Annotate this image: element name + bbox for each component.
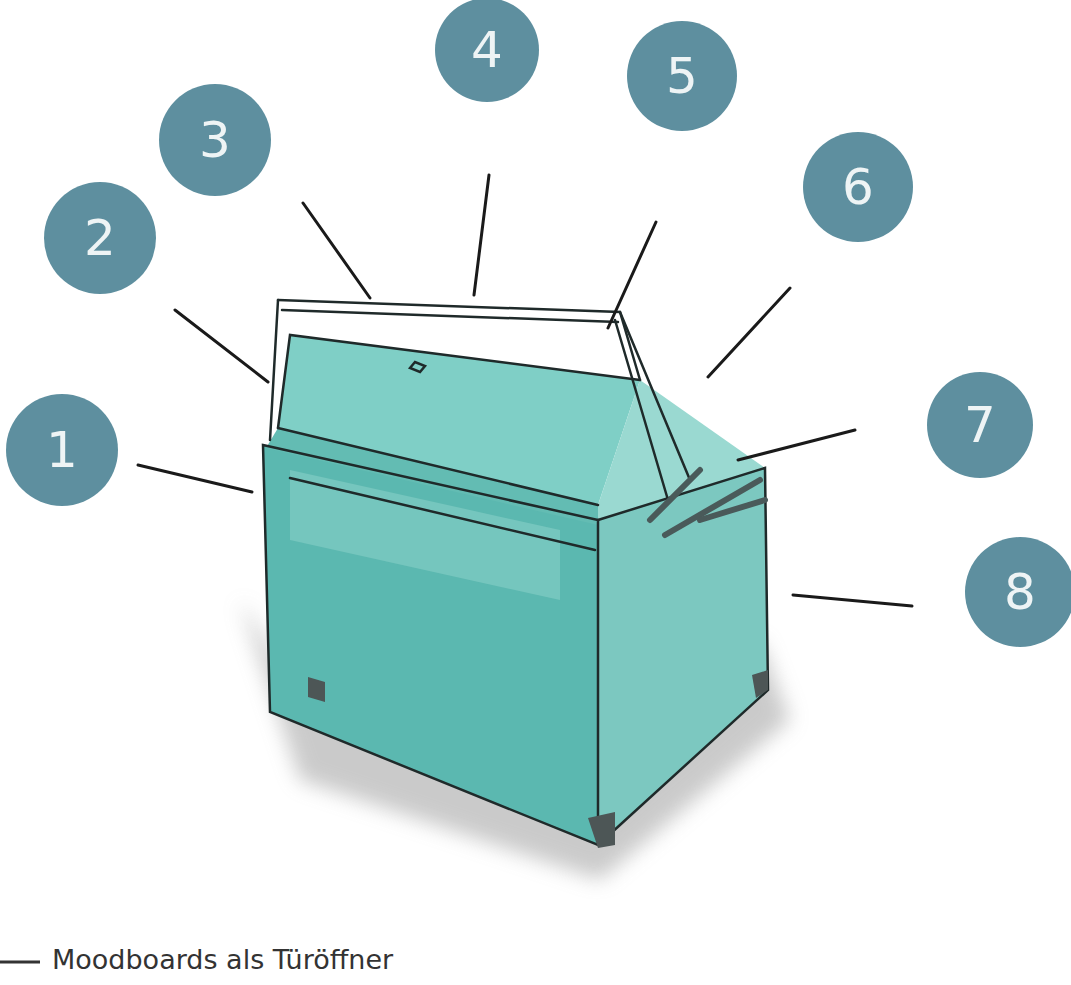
callout-number: 8 [1004, 567, 1036, 617]
callout-number: 5 [666, 51, 698, 101]
callout-circle: 4 [435, 0, 539, 102]
callout-circle: 1 [6, 394, 118, 506]
callout-number: 1 [46, 425, 78, 475]
hinge-bar [650, 470, 765, 535]
callout-number: 2 [84, 213, 116, 263]
corner-foot [308, 670, 768, 848]
callout-circle: 5 [627, 21, 737, 131]
callout-circle: 6 [803, 132, 913, 242]
callout-circle: 8 [965, 537, 1071, 647]
callout-number: 3 [199, 115, 231, 165]
callout-number: 6 [842, 162, 874, 212]
caption-rule [0, 961, 40, 964]
callout-circle: 3 [159, 84, 271, 196]
callout-number: 4 [471, 25, 503, 75]
side-face [598, 468, 768, 845]
outline [263, 300, 768, 845]
callout-circle: 2 [44, 182, 156, 294]
caption-label: Moodboards als Türöffner [52, 944, 393, 975]
callout-circle: 7 [927, 372, 1033, 478]
lid-side [598, 380, 765, 520]
leader-line [138, 175, 912, 606]
callout-number: 7 [964, 400, 996, 450]
